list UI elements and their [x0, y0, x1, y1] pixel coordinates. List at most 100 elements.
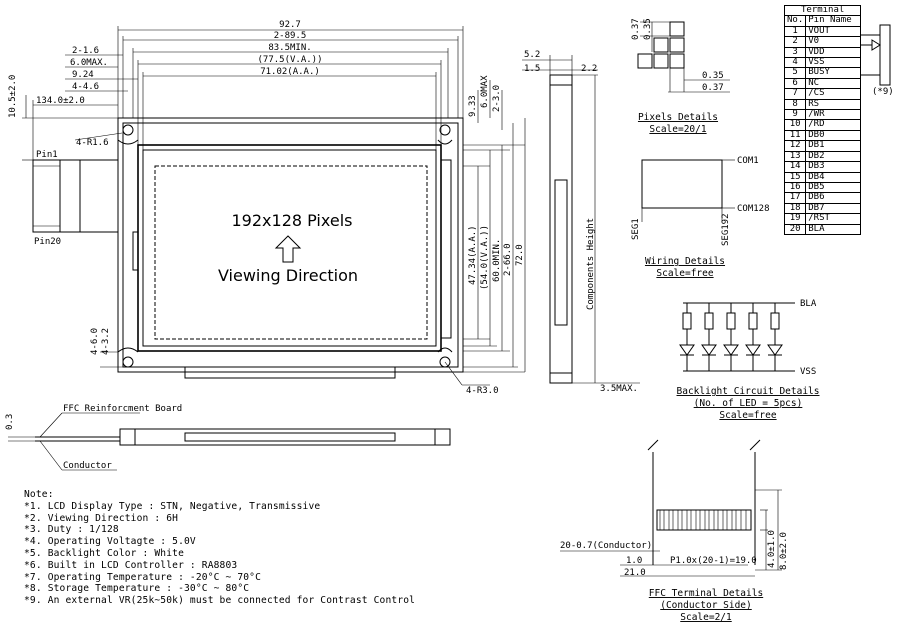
dim-conductor: 20-0.7(Conductor): [560, 541, 652, 551]
dim-77-5: (77.5(V.A.)): [257, 55, 322, 65]
pcb-outline: [122, 122, 459, 368]
terminal-pin-no: 14: [783, 161, 807, 173]
dim-4-3-2: 4-3.2: [101, 328, 111, 355]
note-line: *3. Duty : 1/128: [24, 524, 119, 536]
module-outline: [117, 117, 464, 373]
up-arrow-icon: [274, 235, 302, 263]
dim-2-1-6: 2-1.6: [72, 46, 99, 56]
pin20-label: Pin20: [34, 237, 61, 247]
wiring-details-title: Wiring Details: [645, 256, 725, 267]
ffc-terminal-details: 20-0.7(Conductor) 1.0 P1.0x(20-1)=19.0 2…: [560, 439, 789, 623]
pixel-dim-0-37-h: 0.37: [702, 83, 724, 93]
dim-6-0max-right: 6.0MAX: [480, 75, 490, 108]
dim-92-7: 92.7: [279, 20, 301, 30]
terminal-row: 10/RD: [783, 119, 862, 131]
terminal-row: 9/WR: [783, 109, 862, 121]
mount-hole-tl: [122, 124, 134, 136]
terminal-pin-name: DB1: [805, 140, 862, 152]
backlight-subtitle: (No. of LED = 5pcs): [694, 398, 803, 409]
dim-83-5: 83.5MIN.: [268, 43, 311, 53]
dim-10-5: 10.5±2.0: [8, 75, 18, 118]
dim-9-24: 9.24: [72, 70, 94, 80]
note-line: *8. Storage Temperature : -30°C ~ 80°C: [24, 583, 250, 595]
terminal-pin-no: 19: [783, 213, 807, 225]
terminal-pin-name: DB7: [805, 202, 862, 215]
right-strip: [440, 159, 452, 339]
terminal-pin-no: 1: [783, 25, 807, 38]
left-notch: [132, 231, 139, 271]
terminal-col-name: Pin Name: [805, 15, 862, 27]
vss-label: VSS: [800, 367, 816, 377]
dim-6-0max: 6.0MAX.: [70, 58, 108, 68]
ffc-board-label: FFC Reinforcment Board: [63, 404, 182, 414]
dim-72: 72.0: [515, 244, 525, 266]
pin1-label: Pin1: [36, 150, 58, 160]
dim-5-2: 5.2: [524, 50, 540, 60]
terminal-pin-no: 10: [783, 119, 807, 131]
pixels-details-title: Pixels Details: [638, 112, 718, 123]
backlight-title: Backlight Circuit Details: [677, 386, 820, 397]
ffc-terminal-title: FFC Terminal Details: [649, 588, 763, 599]
note-line: *7. Operating Temperature : -20°C ~ 70°C: [24, 571, 262, 583]
pixels-details: 0.37 0.35 0.35 0.37 Pixels Details Scale…: [631, 18, 730, 135]
dim-89-5: 2-89.5: [274, 31, 307, 41]
bezel-outline: [137, 144, 442, 352]
terminal-pin-no: 16: [783, 181, 807, 194]
mount-hole-tr: [439, 124, 451, 136]
note-line: *9. An external VR(25k~50k) must be conn…: [24, 595, 416, 607]
terminal-pin-no: 9: [783, 109, 807, 121]
wiring-details-scale: Scale=free: [656, 268, 713, 279]
note-line: *1. LCD Display Type : STN, Negative, Tr…: [24, 500, 321, 512]
dim-r3-0: 4-R3.0: [466, 386, 499, 396]
terminal-pin-no: 2: [783, 36, 807, 48]
ffc-conductor-lines: [659, 510, 747, 530]
pixels-label: 192x128 Pixels: [232, 211, 353, 230]
vr-note: (*9): [872, 87, 894, 97]
terminal-pin-name: BLA: [805, 223, 862, 235]
dim-r1-6: 4-R1.6: [76, 138, 109, 148]
dim-3-5max: 3.5MAX.: [600, 384, 638, 394]
dim-2-2: 2.2: [581, 64, 597, 74]
terminal-row: 19/RST: [783, 213, 862, 225]
ffc-terminal-subtitle: (Conductor Side): [660, 600, 752, 611]
pixel-dim-0-37-v: 0.37: [631, 18, 641, 40]
side-view: 5.2 1.5 2.2 Components Height 3.5MAX.: [522, 50, 640, 394]
dim-2-66: 2-66.0: [503, 243, 513, 276]
pixel-dim-0-35-v: 0.35: [643, 18, 653, 40]
terminal-pin-no: 17: [783, 192, 807, 204]
viewing-direction-label: Viewing Direction: [218, 266, 358, 285]
note-line: *5. Backlight Color : White: [24, 547, 184, 559]
dim-2-3-0: 2-3.0: [492, 85, 502, 112]
terminal-title: Terminal: [783, 4, 862, 17]
terminal-pin-no: 18: [783, 202, 807, 215]
terminal-pin-name: /RST: [805, 213, 862, 225]
dim-ffc-1-0: 1.0: [626, 556, 642, 566]
dim-4-4-6: 4-4.6: [72, 82, 99, 92]
terminal-pin-no: 8: [783, 98, 807, 111]
wiring-details: COM1 COM128 SEG1 SEG192 Wiring Details S…: [631, 156, 770, 279]
terminal-pin-name: DB3: [805, 161, 862, 173]
note-line: *6. Built in LCD Controller : RA8803: [24, 559, 238, 571]
terminal-pin-no: 7: [783, 88, 807, 100]
vr-symbol: [860, 24, 891, 86]
ffc-side-view: FFC Reinforcment Board Conductor 0.3: [5, 404, 451, 471]
terminal-row: 7/CS: [783, 88, 862, 100]
ffc-terminal-scale: Scale=2/1: [680, 612, 732, 623]
dim-ffc-8: 8.0±2.0: [779, 532, 789, 570]
note-line: *2. Viewing Direction : 6H: [24, 512, 179, 524]
notes-block: Note: *1. LCD Display Type : STN, Negati…: [24, 489, 415, 607]
terminal-pin-no: 13: [783, 150, 807, 163]
backlight-circuit: BLA VSS Backlight Circuit Details (No. o…: [677, 299, 820, 421]
dim-ffc-21: 21.0: [624, 568, 646, 578]
terminal-pin-no: 6: [783, 77, 807, 90]
